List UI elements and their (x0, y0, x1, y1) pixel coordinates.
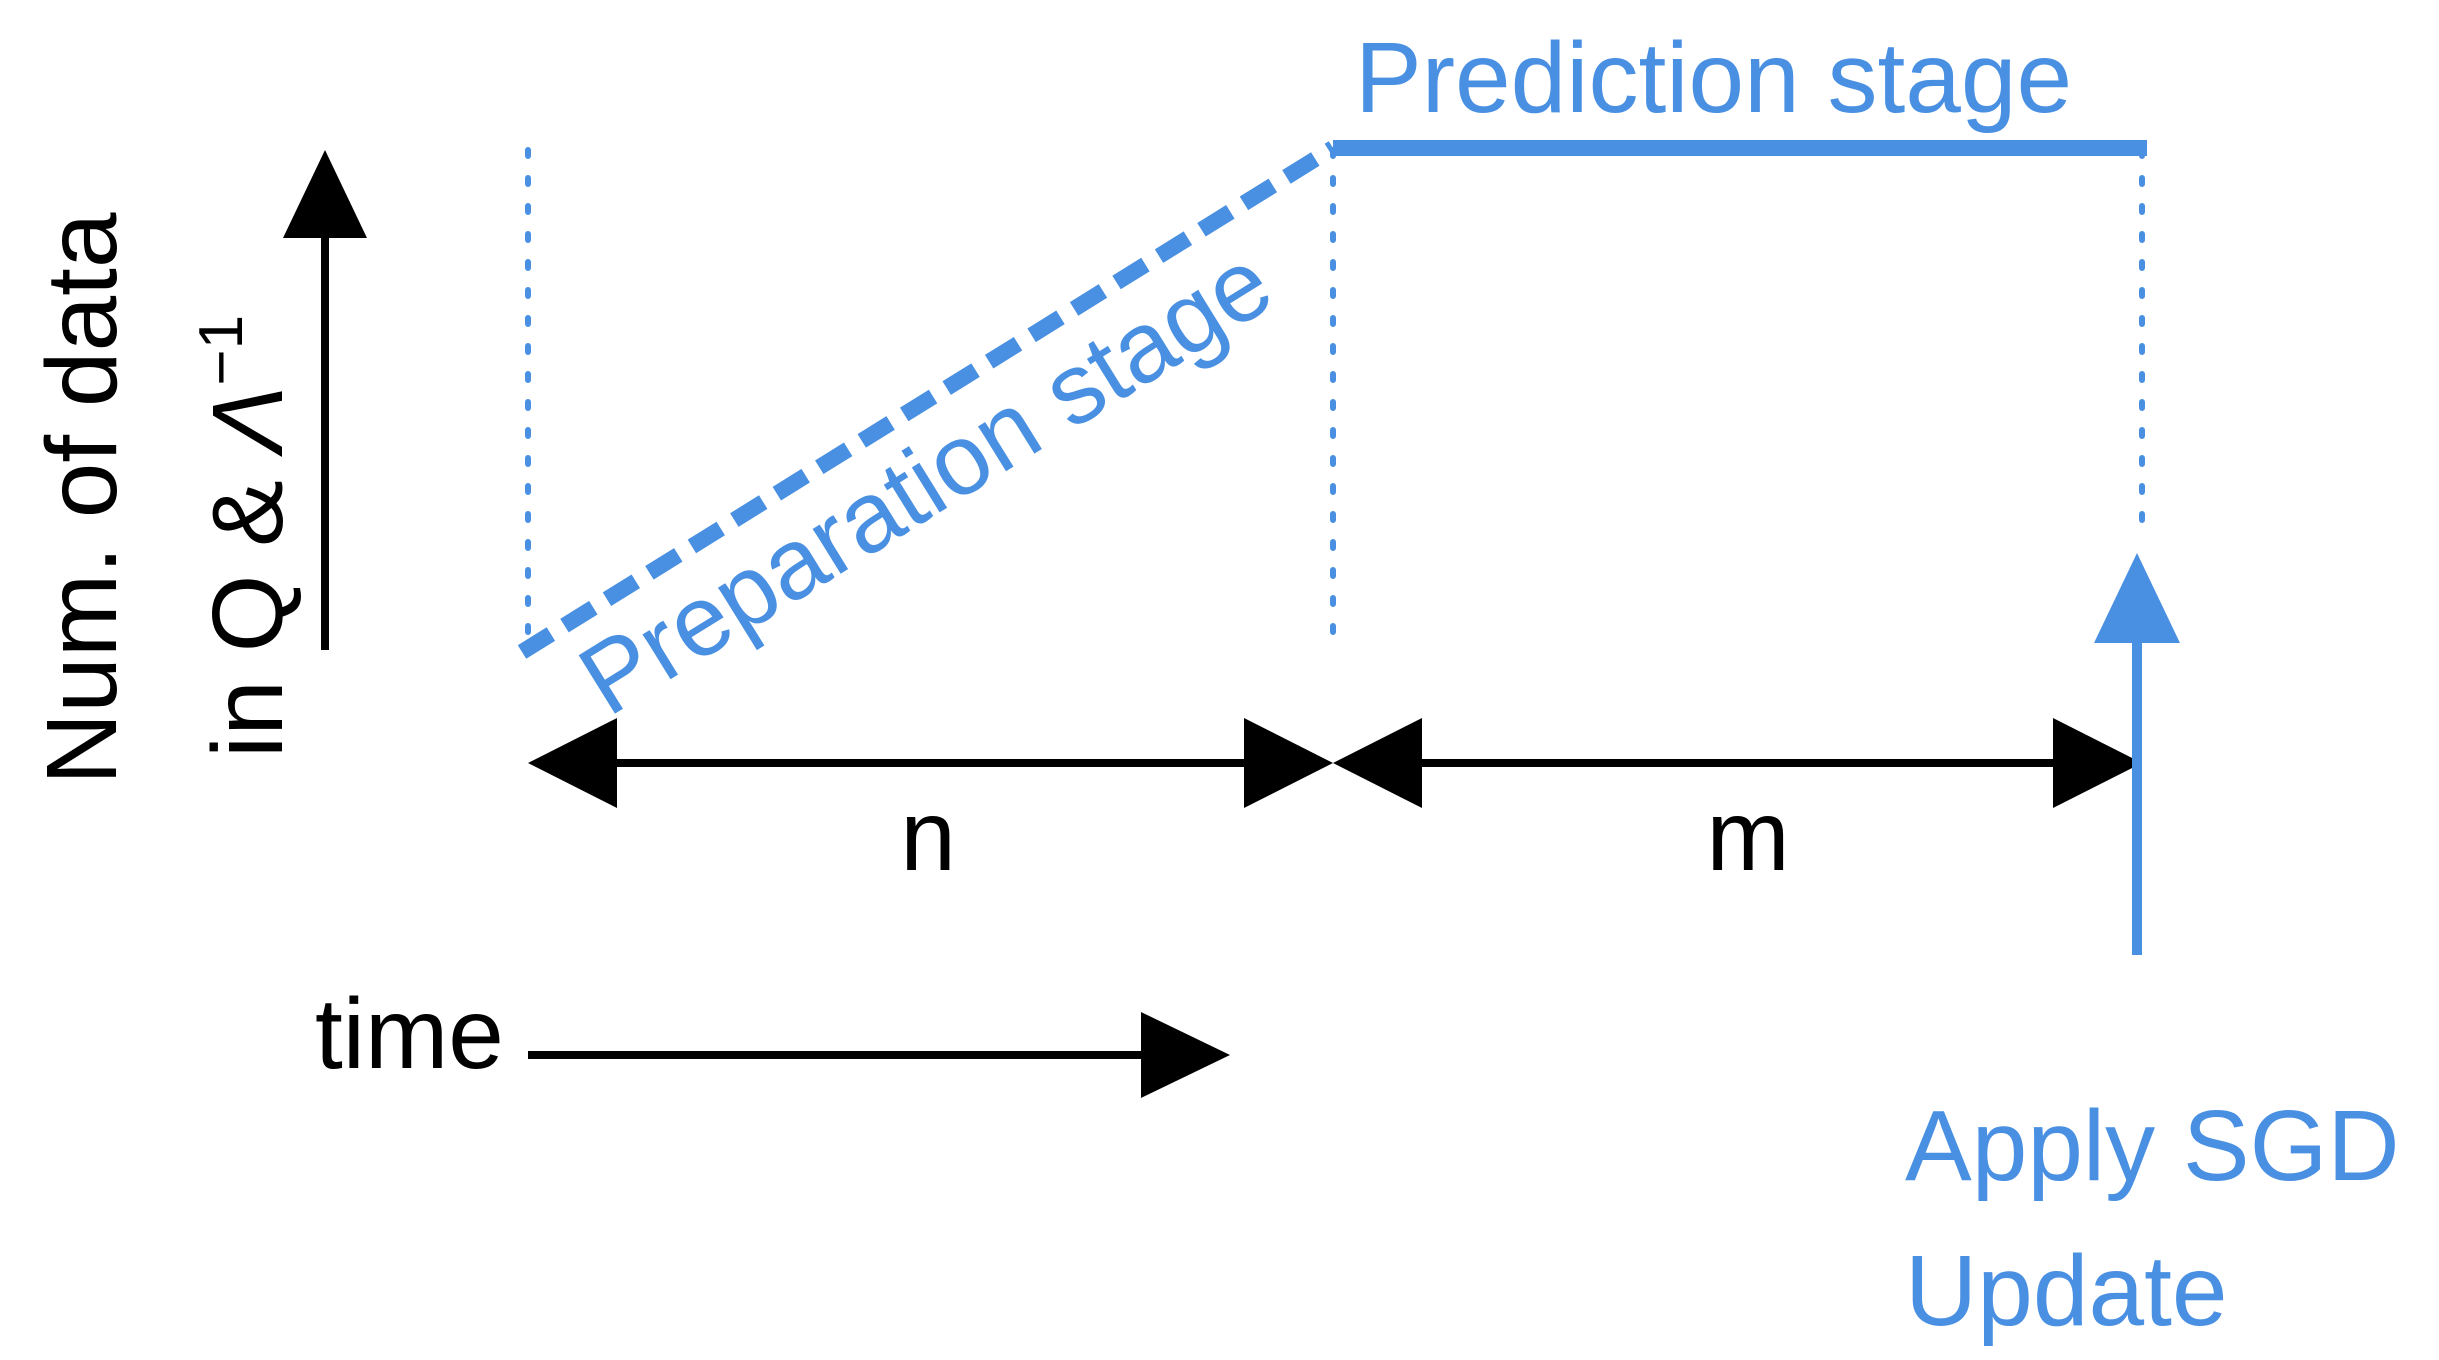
interval-m-right-arrowhead-icon (2053, 718, 2142, 808)
interval-n-right-arrowhead-icon (1244, 718, 1333, 808)
interval-m-label: m (1706, 780, 1789, 892)
preparation-stage-ramp (517, 141, 1338, 659)
y-axis-label-line2: in Q & Λ−1 (187, 315, 304, 758)
time-arrow-head-icon (1141, 1012, 1230, 1098)
y-axis-arrow-head-icon (283, 150, 367, 238)
preparation-stage-label: Preparation stage (561, 226, 1291, 737)
prediction-stage-label: Prediction stage (1355, 22, 2072, 134)
y-axis-label-line1: Num. of data (26, 212, 138, 785)
interval-m-left-arrowhead-icon (1333, 718, 1422, 808)
sgd-update-arrow-head-icon (2094, 553, 2180, 643)
interval-n-label: n (900, 780, 956, 892)
interval-n-left-arrowhead-icon (528, 718, 617, 808)
time-label: time (315, 978, 504, 1090)
sgd-update-label-line2: Update (1905, 1235, 2227, 1347)
sgd-update-label-line1: Apply SGD (1905, 1090, 2400, 1202)
